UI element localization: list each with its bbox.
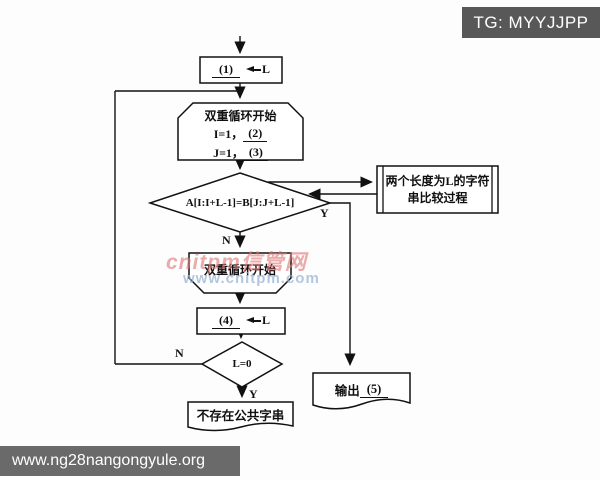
assign-initial-label: (1) L (200, 57, 282, 82)
output-prefix: 输出 (334, 384, 360, 398)
compare-condition: A[I:I+L-1]=B[J:J+L-1] (185, 197, 295, 209)
predefined-line1: 两个长度为L的字符 (385, 174, 490, 188)
loop-start-symbol-outline (177, 102, 304, 161)
loop-j-init: J=1， (213, 146, 244, 160)
assign-initial-box-outline (199, 56, 283, 84)
assign-arrow-icon (245, 316, 261, 325)
loop-start-i-line: I=1， (2) (178, 124, 303, 143)
assign-arrow-icon (245, 65, 261, 74)
compare-yes-label: Y (320, 206, 329, 220)
assign-decrement-box-outline (196, 307, 286, 335)
loop-i-blank: (2) (243, 126, 268, 142)
loop-end-title: 双重循环开始 (203, 262, 276, 277)
loop-start-j-line: J=1， (3) (178, 143, 303, 162)
assign-decrement-label: (4) L (197, 308, 285, 333)
predefined-line2: 串比较过程 (407, 191, 468, 205)
watermark-url: www.cnitpm.com (183, 270, 320, 287)
loop-start-title: 双重循环开始 (204, 109, 277, 123)
assign-initial-blank: (1) (211, 62, 240, 78)
zero-diamond-outline (200, 341, 284, 388)
loop-start-labels: 双重循环开始 I=1， (2) J=1， (3) (178, 107, 303, 162)
footer-watermark-url: www.ng28nangongyule.org (0, 446, 240, 476)
compare-diamond-outline (147, 172, 333, 233)
output-document-outline (312, 372, 411, 410)
zero-condition: L=0 (232, 358, 252, 370)
watermark-brand: cnitpm信管网 (166, 251, 307, 274)
tg-badge: TG: MYYJJPP (462, 7, 600, 38)
zero-no-label: N (175, 346, 184, 360)
assign-initial-target: L (261, 62, 270, 76)
output-blank: (5) (359, 382, 389, 398)
predefined-process-side-bars (382, 166, 493, 213)
output-label: 输出 (5) (313, 380, 410, 399)
assign-decrement-target: L (261, 313, 270, 327)
no-common-box-outline (187, 401, 294, 432)
no-common-label: 不存在公共字串 (196, 409, 285, 423)
loop-i-init: I=1， (213, 127, 244, 141)
compare-no-label: N (222, 233, 231, 247)
loop-j-blank: (3) (243, 145, 268, 161)
assign-decrement-blank: (4) (211, 313, 240, 329)
compare-yes-arrow (330, 202, 356, 367)
predefined-process-label: 两个长度为L的字符 串比较过程 (377, 172, 498, 206)
predefined-process-outline (376, 165, 499, 214)
loop-end-symbol-outline (188, 252, 292, 294)
zero-yes-label: Y (249, 387, 258, 401)
